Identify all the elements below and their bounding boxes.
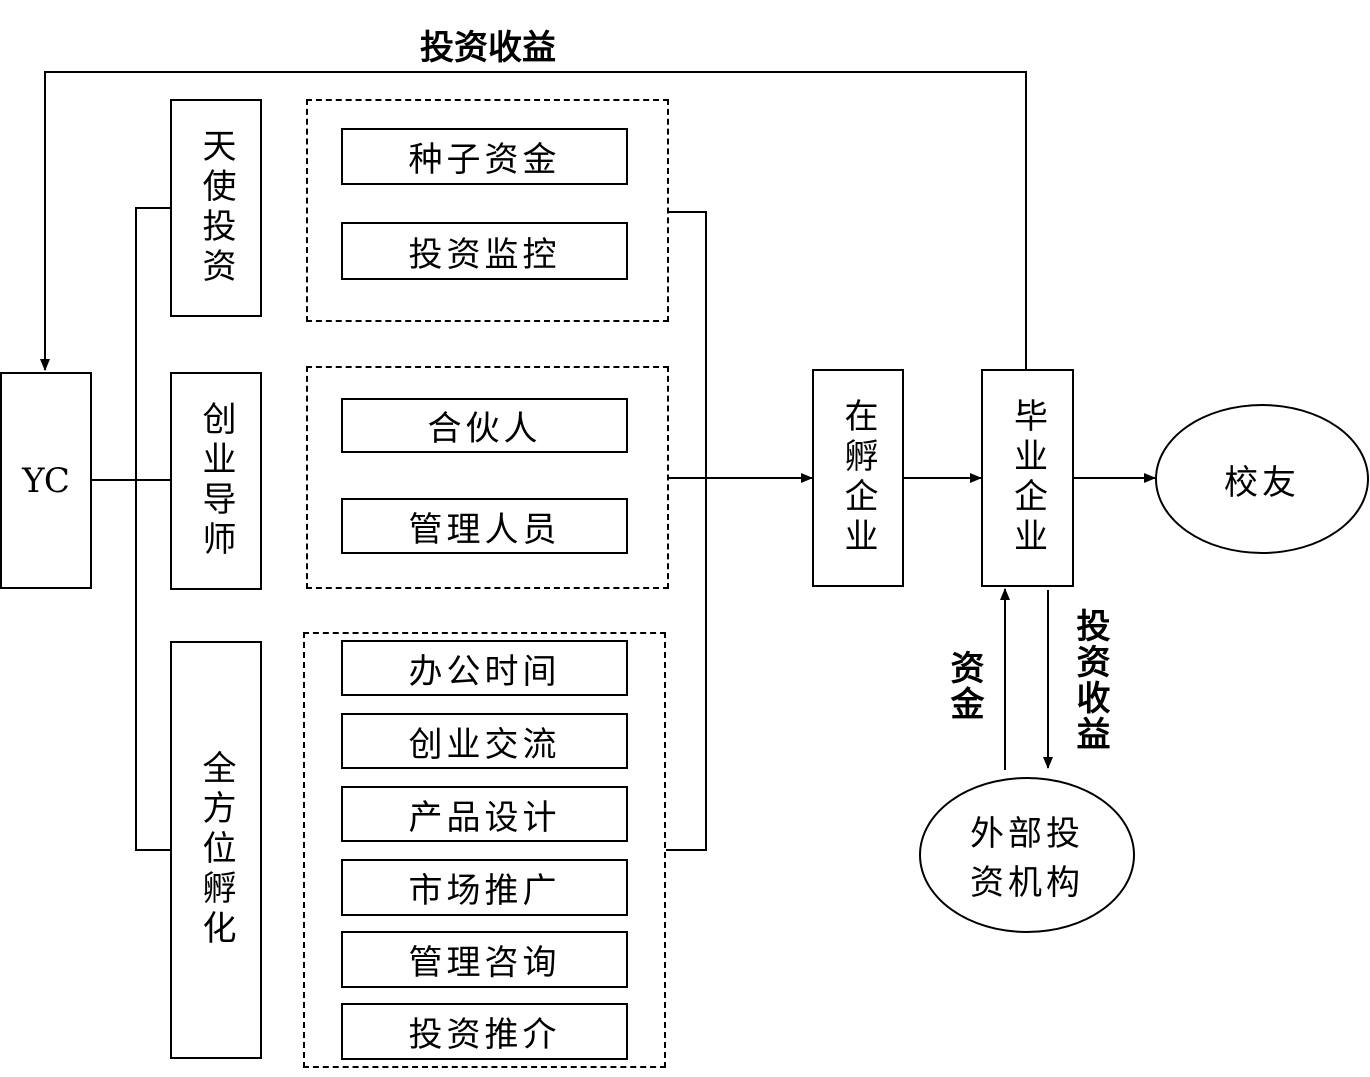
incubation-item: 办公时间 — [341, 640, 628, 696]
mentor-label: 创业导师 — [196, 401, 236, 561]
alumni-ellipse: 校友 — [1155, 404, 1369, 554]
item-label: 投资推介 — [408, 1015, 561, 1055]
mentor-group — [306, 366, 669, 589]
incubation-item: 产品设计 — [341, 786, 628, 842]
item-label: 办公时间 — [408, 651, 561, 692]
mentor-item: 合伙人 — [341, 398, 628, 453]
incubation-item: 管理咨询 — [341, 931, 628, 988]
incubation-label: 全方位孵化 — [196, 750, 236, 950]
return-loop-line — [40, 71, 1027, 371]
external-label-line1: 外部投 — [970, 814, 1084, 854]
incubation-item: 投资推介 — [341, 1003, 628, 1060]
incubation-item: 市场推广 — [341, 859, 628, 916]
item-label: 管理咨询 — [408, 943, 561, 983]
external-investor-ellipse: 外部投 资机构 — [919, 777, 1135, 933]
yc-box: YC — [0, 372, 92, 589]
graduated-box: 毕业企业 — [981, 369, 1074, 587]
mentor-box: 创业导师 — [170, 372, 262, 590]
item-label: 合伙人 — [427, 409, 542, 449]
incubation-item: 创业交流 — [341, 713, 628, 769]
alumni-label: 校友 — [1224, 462, 1300, 503]
yc-label: YC — [22, 460, 70, 501]
incubating-label: 在孵企业 — [838, 398, 878, 558]
angel-box: 天使投资 — [170, 99, 262, 317]
item-label: 创业交流 — [408, 724, 561, 765]
item-label: 种子资金 — [408, 140, 561, 180]
top-return-label: 投资收益 — [420, 28, 556, 68]
mentor-item: 管理人员 — [341, 498, 628, 554]
angel-group — [306, 99, 669, 322]
incubating-box: 在孵企业 — [812, 369, 904, 587]
angel-label: 天使投资 — [196, 128, 236, 288]
return-label: 投资收益 — [1070, 608, 1110, 752]
item-label: 产品设计 — [408, 797, 561, 838]
item-label: 市场推广 — [408, 871, 561, 911]
incubation-box: 全方位孵化 — [170, 641, 262, 1059]
incubation-group — [303, 632, 666, 1068]
angel-item: 种子资金 — [341, 128, 628, 185]
funds-label: 资金 — [944, 650, 984, 722]
item-label: 投资监控 — [408, 234, 561, 275]
external-label-line2: 资机构 — [970, 863, 1084, 903]
graduated-label: 毕业企业 — [1007, 398, 1048, 558]
angel-item: 投资监控 — [341, 222, 628, 280]
item-label: 管理人员 — [408, 509, 561, 550]
